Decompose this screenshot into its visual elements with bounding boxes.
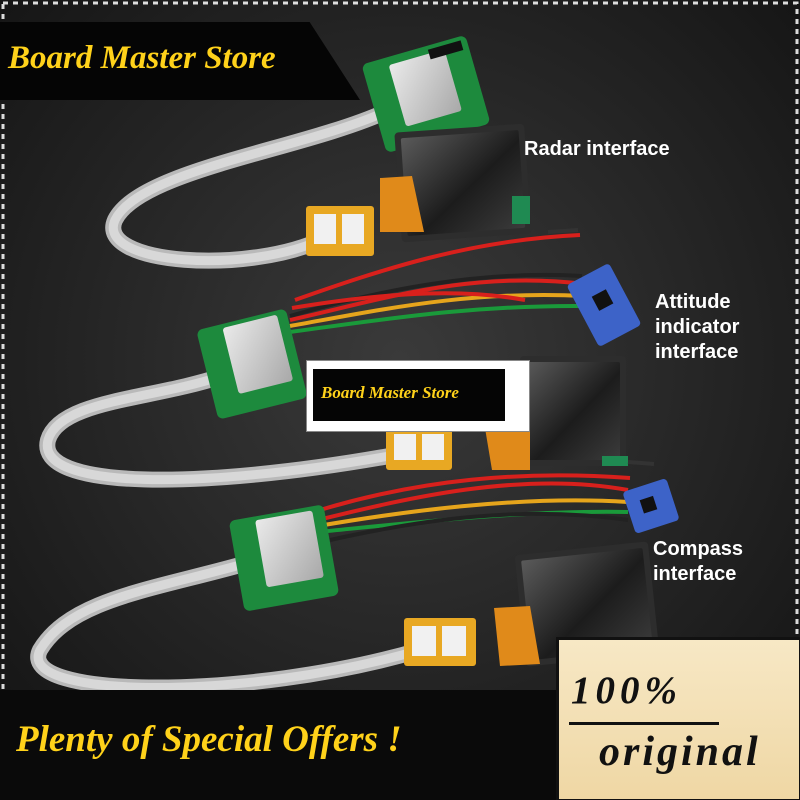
original-badge: 100% original <box>556 637 800 800</box>
special-offers-text: Plenty of Special Offers ! <box>16 719 402 760</box>
caption-compass-interface: Compass interface <box>653 538 744 585</box>
jumper-wires-2 <box>317 473 631 542</box>
esp-board-3 <box>229 505 339 611</box>
middle-brand-text: Board Master Store <box>321 383 459 402</box>
sensor-module-1 <box>567 264 641 346</box>
top-brand-text: Board Master Store <box>8 40 276 76</box>
lcd-display-2 <box>386 356 655 470</box>
sensor-module-2 <box>623 479 679 533</box>
middle-brand-logo: Board Master Store <box>306 360 530 432</box>
badge-original-text: original <box>599 729 761 775</box>
badge-percent-text: 100% <box>571 669 682 712</box>
caption-attitude-interface: Attitude indicator interface <box>655 291 740 363</box>
top-brand-banner: Board Master Store <box>0 22 360 100</box>
ribbon-cable-2 <box>39 368 403 488</box>
ribbon-cable-3 <box>30 557 428 696</box>
middle-brand-logo-plate: Board Master Store <box>313 369 505 421</box>
jumper-wires-1 <box>289 233 586 334</box>
lcd-display-1 <box>306 123 579 256</box>
lcd-display-3 <box>404 541 660 667</box>
badge-underline <box>569 722 719 725</box>
ribbon-cable-1 <box>105 104 393 269</box>
esp-board-1 <box>362 36 490 152</box>
special-offers-banner: Plenty of Special Offers ! <box>0 690 560 800</box>
caption-radar-interface: Radar interface <box>524 138 670 160</box>
esp-board-2 <box>197 309 307 419</box>
